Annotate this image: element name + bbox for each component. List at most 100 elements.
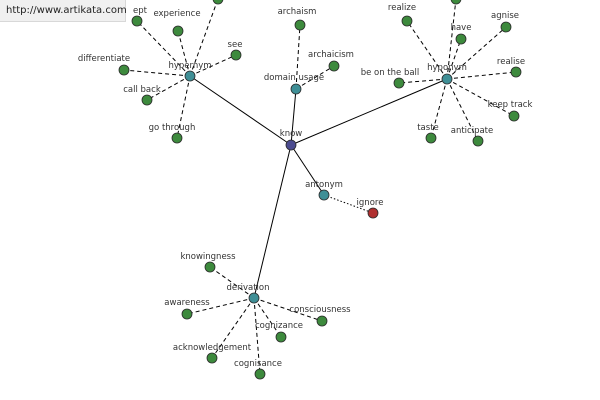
node-hypernym[interactable]: hypernym [168, 61, 212, 82]
node-circle-top-hyper[interactable] [212, 0, 224, 5]
node-top-hyper[interactable] [212, 0, 224, 5]
edge-derivation-cognizance [253, 297, 282, 338]
node-circle-derivation[interactable] [248, 292, 260, 304]
node-circle-know[interactable] [285, 139, 297, 151]
node-cognizance[interactable]: cognizance [255, 321, 303, 343]
node-knowingness[interactable]: knowingness [180, 252, 236, 273]
node-agnise[interactable]: agnise [491, 11, 519, 33]
node-circle-call-back[interactable] [141, 94, 153, 106]
node-see[interactable]: see [228, 40, 243, 61]
node-circle-acknowledgement[interactable] [206, 352, 218, 364]
node-archaicism[interactable]: archaicism [308, 50, 354, 72]
edge-hyponym-be-on-the-ball [398, 78, 448, 84]
node-circle-see[interactable] [230, 49, 242, 61]
node-circle-differentiate[interactable] [118, 64, 130, 76]
node-circle-ignore[interactable] [367, 207, 379, 219]
node-circle-top-hypo[interactable] [450, 0, 462, 5]
node-consciousness[interactable]: consciousness [289, 305, 351, 327]
edge-hypernym-call-back [146, 75, 191, 101]
node-keep-track[interactable]: keep track [488, 100, 533, 122]
edge-hyponym-anticipate [446, 78, 479, 142]
node-label-realize: realize [388, 3, 416, 13]
node-circle-consciousness[interactable] [316, 315, 328, 327]
node-label-taste: taste [417, 123, 439, 133]
node-experience[interactable]: experience [153, 9, 201, 37]
node-antonym[interactable]: antonym [305, 180, 343, 201]
node-circle-antonym[interactable] [318, 189, 330, 201]
node-label-call-back: call back [123, 85, 161, 95]
edge-hyponym-agnise [446, 26, 507, 80]
node-awareness[interactable]: awareness [164, 298, 210, 320]
node-taste[interactable]: taste [417, 123, 439, 144]
edge-hypernym-accept [136, 20, 191, 77]
node-circle-experience[interactable] [172, 25, 184, 37]
node-call-back[interactable]: call back [123, 85, 161, 106]
edge-know-hypernym [189, 75, 292, 146]
node-label-knowingness: knowingness [180, 252, 236, 262]
node-realise[interactable]: realise [497, 57, 525, 78]
node-domain-usage[interactable]: domain usage [264, 73, 324, 95]
node-top-hypo[interactable] [450, 0, 462, 5]
node-circle-go-through[interactable] [171, 132, 183, 144]
node-label-have: have [451, 23, 472, 33]
node-circle-domain-usage[interactable] [290, 83, 302, 95]
node-circle-agnise[interactable] [500, 21, 512, 33]
node-label-hyponym: hyponym [427, 63, 467, 73]
edge-hyponym-taste [430, 78, 448, 139]
node-circle-hypernym[interactable] [184, 70, 196, 82]
node-label-know: know [280, 129, 303, 139]
node-circle-have[interactable] [455, 33, 467, 45]
node-derivation[interactable]: derivation [226, 283, 270, 304]
edge-hyponym-realise [446, 71, 517, 80]
node-circle-accept[interactable] [131, 15, 143, 27]
node-circle-knowingness[interactable] [204, 261, 216, 273]
node-label-derivation: derivation [226, 283, 269, 293]
node-acknowledgement[interactable]: acknowledgement [173, 343, 252, 364]
node-have[interactable]: have [451, 23, 472, 45]
node-label-archaicism: archaicism [308, 50, 354, 60]
edge-hyponym-have [446, 38, 462, 80]
node-circle-realise[interactable] [510, 66, 522, 78]
node-hyponym[interactable]: hyponym [427, 63, 467, 85]
node-circle-archaism[interactable] [294, 19, 306, 31]
edge-derivation-cognisance [253, 297, 261, 375]
node-ignore[interactable]: ignore [357, 198, 384, 219]
node-circle-hyponym[interactable] [441, 73, 453, 85]
node-label-keep-track: keep track [488, 100, 533, 110]
node-circle-anticipate[interactable] [472, 135, 484, 147]
edges-layer [123, 0, 517, 375]
node-circle-be-on-the-ball[interactable] [393, 77, 405, 89]
edge-derivation-consciousness [253, 297, 323, 322]
node-know[interactable]: know [280, 129, 303, 151]
edge-know-hyponym [290, 78, 448, 146]
edge-derivation-knowingness [209, 266, 255, 299]
node-label-differentiate: differentiate [78, 54, 130, 64]
node-label-domain-usage: domain usage [264, 73, 324, 83]
edge-know-derivation [253, 144, 292, 299]
node-circle-realize[interactable] [401, 15, 413, 27]
edge-derivation-acknowledgement [211, 297, 255, 359]
node-label-go-through: go through [149, 123, 196, 133]
node-circle-taste[interactable] [425, 132, 437, 144]
node-realize[interactable]: realize [388, 3, 416, 27]
node-circle-cognisance[interactable] [254, 368, 266, 380]
node-label-cognisance: cognisance [234, 359, 282, 369]
node-circle-archaicism[interactable] [328, 60, 340, 72]
node-accept[interactable]: ept [131, 6, 148, 27]
edge-hyponym-keep-track [446, 78, 515, 117]
node-label-agnise: agnise [491, 11, 519, 21]
node-circle-cognizance[interactable] [275, 331, 287, 343]
edge-domain-usage-archaism [295, 24, 301, 90]
node-be-on-the-ball[interactable]: be on the ball [361, 68, 420, 89]
node-circle-awareness[interactable] [181, 308, 193, 320]
edge-hypernym-go-through [176, 75, 191, 139]
node-go-through[interactable]: go through [149, 123, 196, 144]
node-circle-keep-track[interactable] [508, 110, 520, 122]
node-anticipate[interactable]: anticipate [451, 126, 494, 147]
node-differentiate[interactable]: differentiate [78, 54, 130, 76]
node-cognisance[interactable]: cognisance [234, 359, 282, 380]
node-label-hypernym: hypernym [168, 61, 211, 71]
node-label-be-on-the-ball: be on the ball [361, 68, 420, 78]
node-archaism[interactable]: archaism [278, 7, 317, 31]
